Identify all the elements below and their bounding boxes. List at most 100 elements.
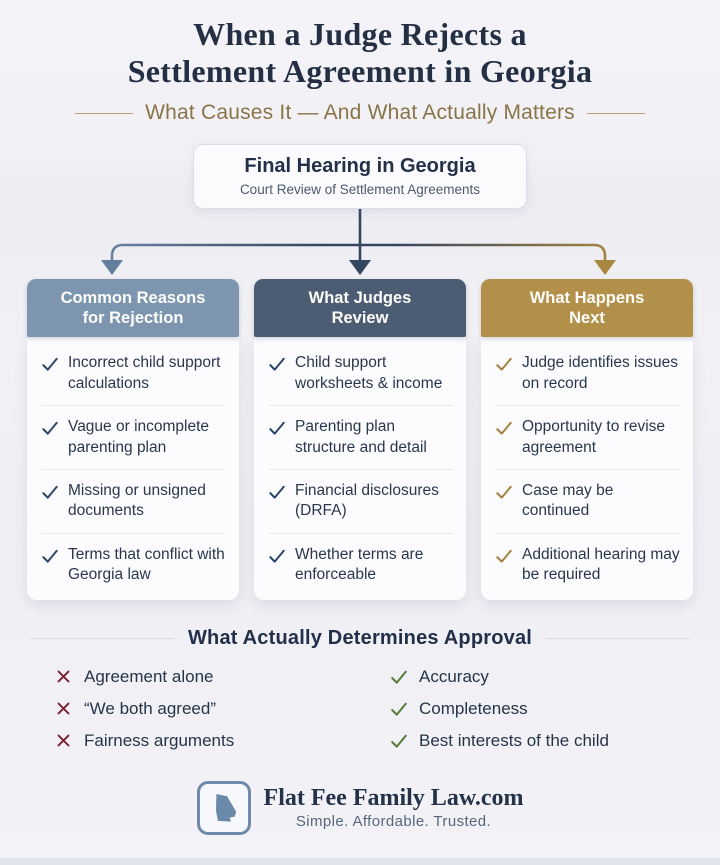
page-title: When a Judge Rejects a Settlement Agreem… [0,0,720,90]
column-common-reasons: Common Reasons for Rejection Incorrect c… [27,279,239,600]
list-item: Financial disclosures (DRFA) [268,481,454,522]
item-divider [42,532,226,534]
list-item: “We both agreed” [55,699,390,719]
list-item: Best interests of the child [390,731,680,751]
check-icon [495,547,513,565]
column-header-line1: What Happens [529,288,645,307]
approval-lists: Agreement alone “We both agreed” Fairnes… [0,667,720,751]
list-item: Agreement alone [55,667,390,687]
item-divider [42,469,226,471]
page-subtitle: What Causes It — And What Actually Matte… [145,101,575,125]
check-icon [41,355,59,373]
brand-name: Flat Fee Family Law.com [263,785,524,812]
root-node-subtitle: Court Review of Settlement Agreements [239,182,481,198]
list-item-text: Vague or incomplete parenting plan [68,418,210,456]
not-sufficient-list: Agreement alone “We both agreed” Fairnes… [55,667,390,751]
column-header-line1: What Judges [308,288,412,307]
list-item: Completeness [390,699,680,719]
check-icon [41,483,59,501]
columns-row: Common Reasons for Rejection Incorrect c… [0,279,720,600]
column-header-line1: Common Reasons [60,288,206,307]
check-icon [495,483,513,501]
list-item-text: Terms that conflict with Georgia law [68,545,225,584]
bottom-edge-strip [0,858,720,865]
check-icon [268,547,286,565]
list-item-text: Best interests of the child [419,730,609,750]
column-header-common-reasons: Common Reasons for Rejection [27,279,239,338]
list-item-text: Child support worksheets & income [295,354,443,392]
check-icon [41,419,59,437]
subtitle-row: What Causes It — And What Actually Matte… [0,101,720,125]
brand-footer: Flat Fee Family Law.com Simple. Affordab… [0,780,720,835]
brand-tagline: Simple. Affordable. Trusted. [295,813,492,831]
page-title-line2: Settlement Agreement in Georgia [127,53,593,90]
x-icon [55,668,73,685]
column-body: Incorrect child support calculations Vag… [27,337,239,600]
list-item-text: Incorrect child support calculations [68,354,221,392]
list-item-text: Fairness arguments [84,730,235,750]
list-item: Case may be continued [495,481,681,522]
item-divider [269,405,453,407]
column-what-happens-next: What Happens Next Judge identifies issue… [481,279,693,600]
list-item-text: Judge identifies issues on record [522,354,678,392]
column-body: Judge identifies issues on record Opport… [481,337,693,600]
list-item: Whether terms are enforceable [268,545,454,586]
item-divider [496,405,680,407]
column-header-what-happens-next: What Happens Next [481,279,693,338]
x-icon [55,732,73,749]
list-item: Opportunity to revise agreement [495,417,681,458]
list-item-text: Missing or unsigned documents [68,482,206,520]
check-icon [41,547,59,565]
list-item-text: Agreement alone [84,666,214,686]
list-item: Parenting plan structure and detail [268,417,454,458]
item-divider [496,469,680,471]
list-item-text: Financial disclosures (DRFA) [295,482,439,520]
list-item: Incorrect child support calculations [41,353,227,394]
heading-right-rule [546,637,690,639]
approval-section-heading: What Actually Determines Approval [0,627,720,650]
list-item-text: Whether terms are enforceable [295,545,424,584]
list-item: Vague or incomplete parenting plan [41,417,227,458]
check-icon [268,355,286,373]
column-header-line2: Review [331,309,389,328]
list-item: Fairness arguments [55,731,390,751]
check-icon [268,419,286,437]
list-item-text: “We both agreed” [84,698,216,718]
check-icon [390,700,408,718]
check-icon [495,355,513,373]
heading-left-rule [30,637,174,639]
check-icon [390,668,408,686]
approval-heading-text: What Actually Determines Approval [187,626,533,649]
list-item-text: Parenting plan structure and detail [295,418,427,456]
list-item: Judge identifies issues on record [495,353,681,394]
subtitle-right-rule [586,112,645,114]
subtitle-left-rule [75,112,134,114]
item-divider [269,469,453,471]
check-icon [495,419,513,437]
list-item-text: Completeness [419,698,528,718]
root-node-title: Final Hearing in Georgia [244,155,476,178]
column-what-judges-review: What Judges Review Child support workshe… [254,279,466,600]
column-header-what-judges-review: What Judges Review [254,279,466,338]
root-node-card: Final Hearing in Georgia Court Review of… [193,144,527,210]
list-item-text: Case may be continued [522,482,614,520]
item-divider [496,532,680,534]
what-matters-list: Accuracy Completeness Best interests of … [390,667,680,751]
list-item: Additional hearing may be required [495,545,681,586]
item-divider [269,532,453,534]
check-icon [390,732,408,750]
brand-text-block: Flat Fee Family Law.com Simple. Affordab… [264,785,524,830]
list-item-text: Additional hearing may be required [522,545,680,584]
column-body: Child support worksheets & income Parent… [254,337,466,600]
x-icon [55,700,73,717]
georgia-state-icon [196,780,251,835]
list-item-text: Accuracy [419,666,489,686]
list-item: Missing or unsigned documents [41,481,227,522]
branch-connector-arrows [101,209,616,276]
page-title-line1: When a Judge Rejects a [193,16,527,52]
list-item: Accuracy [390,667,680,687]
list-item: Child support worksheets & income [268,353,454,394]
column-header-line2: Next [569,309,605,328]
item-divider [42,405,226,407]
